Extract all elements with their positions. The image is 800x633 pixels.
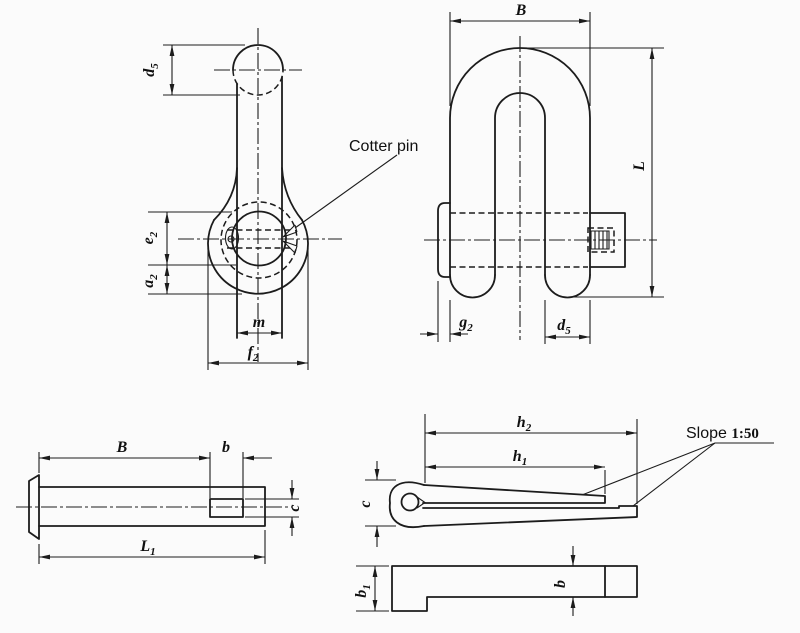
boss-right-fillet [281,167,303,221]
cotter-pin-leader-line [294,154,398,229]
cotter-prong-lower [282,240,298,254]
slope-leader-lower [632,442,716,507]
dim-h1: h1 [424,414,606,494]
cotter-end-hatch [590,230,610,250]
pin-head-circle [232,44,284,71]
dim-label-c-pin: c [286,504,303,511]
slope-leader-upper [581,442,716,496]
dim-d5-front: d5 [544,300,591,344]
dim-label-L1: L1 [139,538,155,558]
dim-e2-a2: e2 a2 [140,211,242,295]
boss-left-fillet [213,167,238,221]
left-leg-bottom-arc [449,274,496,299]
dim-label-a2: a2 [140,274,160,288]
dim-c-pin: c [245,480,303,536]
right-leg-bottom-arc [544,274,591,299]
pin-head-front [437,202,451,278]
cotter-top-view: b1 b [353,546,638,616]
dim-label-e2: e2 [140,231,160,244]
bow-inner-outline [494,92,546,276]
bow-outer-outline [449,47,591,276]
pin-end-block [589,212,626,268]
dim-label-d5-front: d5 [557,317,571,337]
cotter-head-outline [388,481,425,529]
pin-body-outline [38,486,266,527]
dim-label-m: m [253,314,265,331]
dim-b-pin: b [222,439,272,498]
dim-L: L [522,47,664,298]
cotter-head-hole [400,492,420,512]
dim-label-b-cotter: b [552,580,569,588]
dim-b1: b1 [353,565,389,612]
slot-hidden-lines [227,229,290,249]
dim-label-h2: h2 [517,414,532,434]
cotter-prong-upper [282,224,298,238]
dim-label-g2: g2 [458,314,473,334]
cotter-lower-prong [422,505,638,527]
cotter-upper-prong [422,484,606,504]
cotter-side-view: c h1 h2 Slope 1:50 [357,414,774,547]
cotter-pin-label: Cotter pin [349,138,418,155]
pin-hole [231,210,287,267]
cotter-top-outline [391,565,638,612]
dim-label-f2: f2 [248,344,259,364]
dim-h2: h2 [425,414,638,504]
cotter-eye-hole [227,235,235,243]
dim-b-cotter: b [552,546,576,616]
pin-head-flange [28,474,40,540]
dim-L1: L1 [38,530,266,564]
slope-label: Slope 1:50 [686,425,759,442]
side-view: d5 e2 a2 m f2 Cotter pin [140,28,418,370]
cotter-hidden-outline [587,227,615,253]
dim-d5-side: d5 [141,44,245,96]
slope-callout: Slope 1:50 [581,425,774,507]
dim-label-b-pin: b [222,439,230,456]
dim-label-B-pin: B [116,439,128,456]
dim-label-B-front: B [515,2,527,19]
dim-label-d5-side: d5 [141,63,161,77]
dim-label-c-cotter: c [357,500,374,507]
dim-label-b1: b1 [353,584,373,598]
pin-slot [209,498,244,518]
pin-head-circle-hidden [232,69,284,96]
dim-f2: f2 [207,248,309,370]
pin-hidden-lines [450,212,588,268]
dim-label-h1: h1 [513,448,527,468]
dim-g2: g2 [420,281,473,342]
dim-m: m [237,314,282,336]
cotter-eye [224,226,240,250]
boss-hidden-circle [220,201,298,279]
dim-B-pin: B [38,439,211,498]
dim-label-L: L [631,161,648,172]
dim-B-front: B [449,2,591,106]
front-view: B L g2 d5 [420,2,664,344]
pin-view: B b c L1 [16,439,303,564]
dim-c-cotter: c [357,461,396,547]
